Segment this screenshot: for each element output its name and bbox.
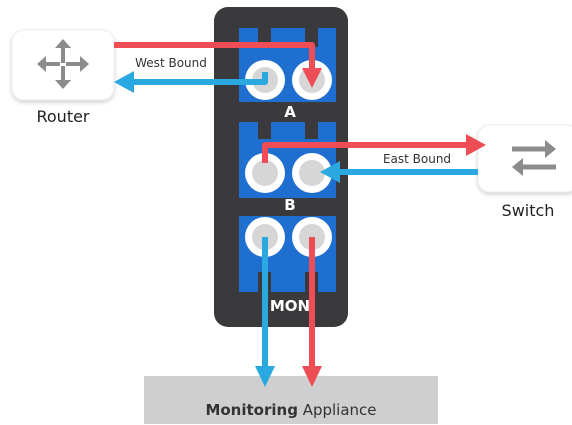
port-b: B <box>239 122 336 214</box>
port-a-label: A <box>284 103 296 121</box>
router-device: Router <box>11 29 115 126</box>
switch-device: Switch <box>477 124 572 220</box>
appliance-label: Monitoring Appliance <box>205 401 376 419</box>
switch-icon <box>512 140 556 176</box>
port-mon-label: MON <box>270 297 310 315</box>
east-bound-label: East Bound <box>383 152 451 166</box>
network-tap: A B MON <box>214 7 348 327</box>
switch-label: Switch <box>502 201 555 220</box>
east-flow-lines <box>114 42 468 370</box>
router-icon <box>37 39 89 89</box>
west-bound-label: West Bound <box>135 56 207 70</box>
west-flow-lines <box>130 72 478 370</box>
port-b-label: B <box>284 196 295 214</box>
router-label: Router <box>36 107 89 126</box>
west-flow-arrowheads <box>114 71 340 387</box>
east-flow-arrowheads <box>302 68 486 387</box>
monitoring-appliance: Monitoring Appliance <box>144 376 438 424</box>
